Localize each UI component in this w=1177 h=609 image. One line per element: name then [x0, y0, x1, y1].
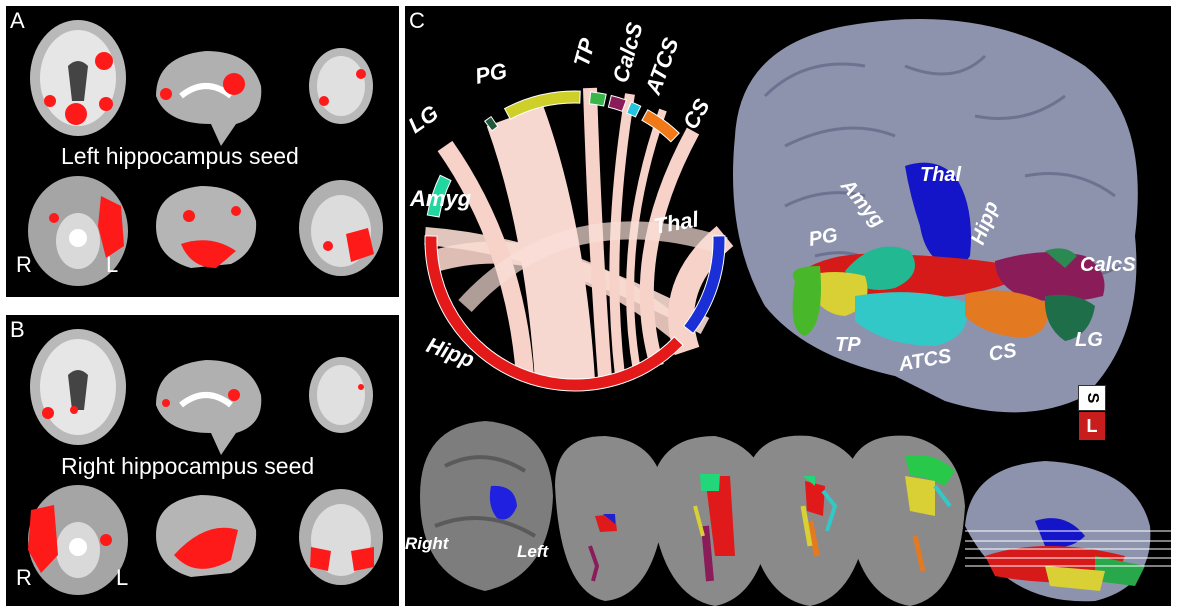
chord-arc-cs [641, 109, 680, 143]
coronal-slice-posterior [299, 489, 383, 585]
slice-5 [845, 435, 965, 606]
sagittal-slice-lateral [156, 495, 257, 577]
seed-caption-right: Right hippocampus seed [61, 453, 315, 479]
panel-b-brain-slices [28, 329, 383, 595]
chord-label-calcs: CalcS [608, 19, 648, 85]
brain-label-thal: Thal [920, 164, 962, 186]
axial-slice-strip [420, 421, 1171, 606]
brain-label-lg: LG [1075, 329, 1103, 351]
slice-3 [650, 436, 773, 606]
chord-arc-tp [588, 91, 607, 107]
tp-region [792, 266, 821, 336]
orientation-r: R [16, 565, 32, 590]
sagittal-slice [156, 51, 262, 146]
panel-label-b: B [10, 317, 25, 342]
calcs-region [995, 252, 1105, 302]
axial-slice-inferior [28, 176, 128, 286]
panel-a: A [6, 6, 399, 297]
axial-slice [30, 20, 126, 136]
slice-1 [420, 421, 553, 591]
chord-arc-pg [503, 90, 581, 120]
slice-4 [745, 435, 870, 606]
coronal-slice [309, 357, 373, 433]
slice-locator-brain [965, 461, 1171, 602]
orientation-l: L [116, 565, 129, 590]
orientation-l: L [106, 252, 119, 277]
chord-label-cs: CS [678, 94, 715, 133]
chord-label-lg: LG [405, 100, 443, 138]
axial-slice-inferior [28, 485, 128, 595]
chord-ribbons [424, 87, 734, 383]
lg-region [1044, 294, 1095, 341]
chord-arc-lg [484, 115, 499, 132]
panel-label-a: A [10, 8, 25, 33]
chord-arc-calcs [607, 94, 627, 112]
brain-label-cs: CS [987, 339, 1019, 366]
brain-label-calcs: CalcS [1080, 254, 1136, 276]
brain-label-tp: TP [835, 334, 861, 356]
slice-label-left: Left [517, 542, 549, 561]
chord-arc-hipp [424, 235, 684, 392]
axial-slice [30, 329, 126, 445]
brain-label-pg: PG [807, 224, 839, 251]
chord-arc-amyg [426, 174, 452, 218]
chord-label-atcs: ATCS [640, 34, 684, 99]
thal-region [905, 162, 971, 268]
orientation-badge: S L [1078, 384, 1106, 440]
chord-label-tp: TP [569, 35, 601, 69]
slice-label-right: Right [405, 534, 449, 553]
orientation-l: L [1079, 412, 1105, 440]
chord-label-amyg: Amyg [409, 186, 472, 211]
chord-arc-thal [683, 235, 726, 335]
sagittal-slice [156, 360, 262, 455]
chord-arc-atcs [626, 101, 642, 118]
sagittal-slice-lateral [156, 186, 257, 268]
orientation-r: R [16, 252, 32, 277]
panel-label-c: C [409, 8, 425, 33]
chord-label-pg: PG [473, 58, 509, 89]
cs-region [965, 290, 1048, 338]
seed-caption-left: Left hippocampus seed [61, 143, 299, 169]
panel-b: B [6, 315, 399, 606]
slice-2 [555, 436, 665, 601]
coronal-slice-posterior [299, 180, 383, 276]
chord-arcs [424, 90, 726, 392]
coronal-slice [309, 48, 373, 124]
panel-a-brain-slices [28, 20, 383, 286]
atcs-region [855, 292, 967, 346]
